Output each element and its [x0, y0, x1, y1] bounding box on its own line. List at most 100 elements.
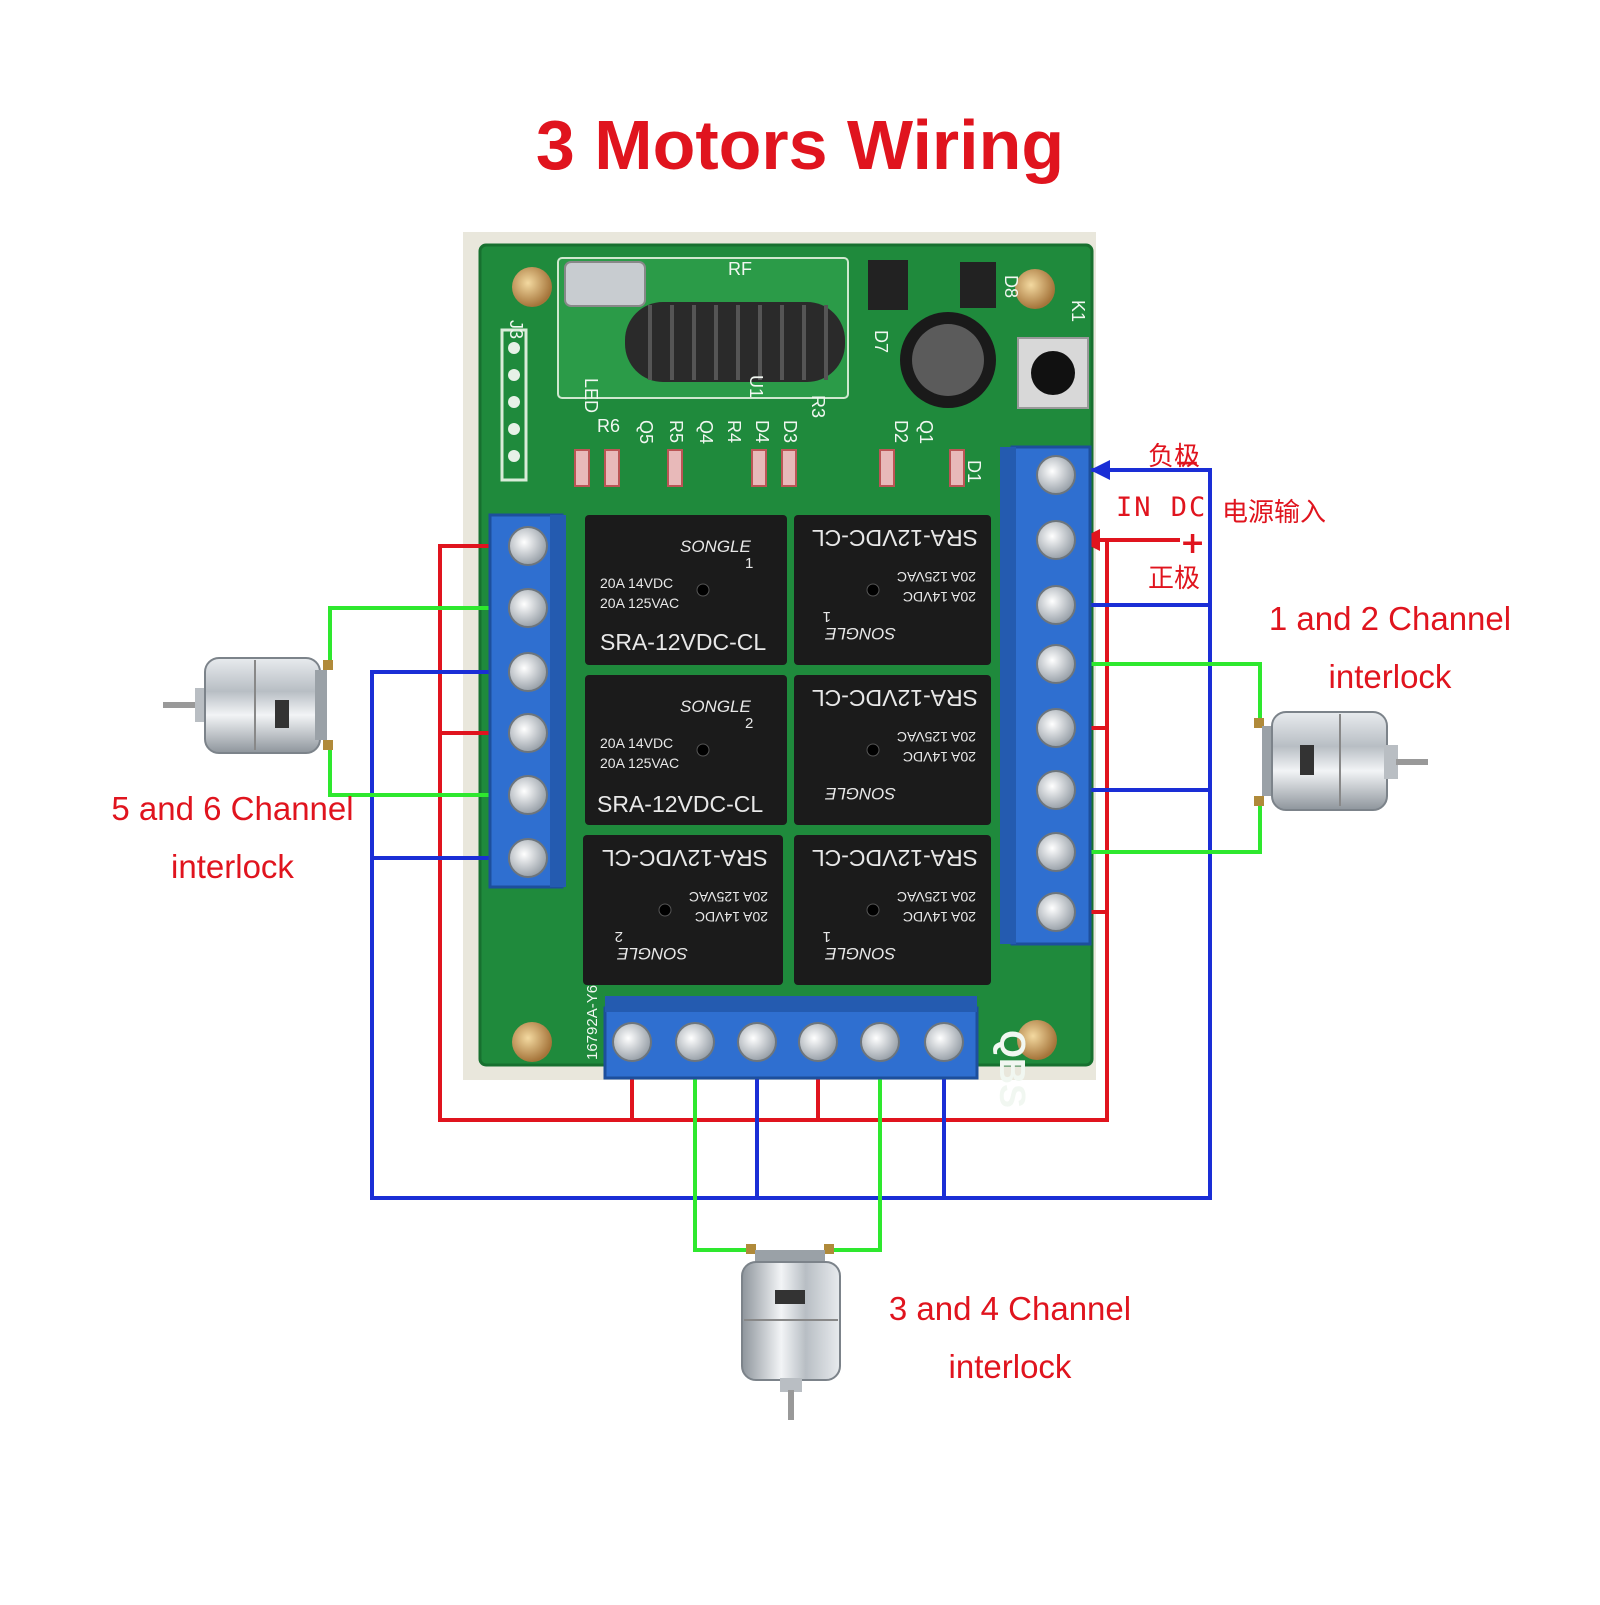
- silk-d3: D3: [780, 420, 800, 443]
- antenna-coil: [625, 302, 845, 382]
- page-title: 3 Motors Wiring: [535, 106, 1065, 184]
- terminal-screw-bottom-1: [612, 1022, 652, 1062]
- silk-q1: Q1: [916, 420, 936, 444]
- regulator-chip-1: [868, 260, 908, 310]
- relay-2-model: SRA-12VDC-CL: [597, 791, 763, 817]
- terminal-screw-right-5: [1036, 708, 1076, 748]
- relay-3-model: SRA-12VDC-CL: [602, 845, 768, 871]
- silk-q5: Q5: [636, 420, 656, 444]
- silk-d8: D8: [1001, 275, 1021, 298]
- relay-5-rating-2: 20A 125VAC: [897, 729, 976, 745]
- relay-4-rating-1: 20A 14VDC: [903, 589, 976, 605]
- relay-6-rating-2: 20A 125VAC: [897, 889, 976, 905]
- terminal-screw-bottom-3: [737, 1022, 777, 1062]
- label-ch34-line2: interlock: [948, 1348, 1072, 1385]
- terminal-screw-bottom-6: [924, 1022, 964, 1062]
- silk-r6: R6: [597, 416, 620, 436]
- label-negative-symbol: —: [1176, 450, 1198, 475]
- silk-d1: D1: [964, 460, 984, 483]
- terminal-screw-left-2: [508, 588, 548, 628]
- wire-green-m12-b: [1056, 800, 1262, 854]
- silk-rf: RF: [728, 259, 752, 279]
- wire-green-m56-a: [328, 606, 528, 665]
- relay-4-model: SRA-12VDC-CL: [812, 525, 978, 551]
- motor-5-6: [163, 657, 333, 754]
- label-ch56: 5 and 6 Channel interlock: [100, 780, 365, 896]
- relay-6-rating-1: 20A 14VDC: [903, 909, 976, 925]
- relay-5: SONGLE 20A 14VDC 20A 125VAC SRA-12VDC-CL: [794, 675, 991, 825]
- wire-green-m12-a: [1056, 662, 1262, 720]
- relay-6: SONGLE 1 20A 14VDC 20A 125VAC SRA-12VDC-…: [794, 835, 991, 985]
- relay-4: SONGLE 1 20A 14VDC 20A 125VAC SRA-12VDC-…: [794, 515, 991, 665]
- label-ch12: 1 and 2 Channel interlock: [1260, 590, 1520, 706]
- label-ch56-line2: interlock: [171, 848, 294, 885]
- relay-6-model: SRA-12VDC-CL: [812, 845, 978, 871]
- motor-1-2: [1254, 711, 1428, 811]
- relay-2-brand: SONGLE: [680, 697, 752, 716]
- relay-2-number: 2: [745, 715, 753, 732]
- terminal-screw-right-4: [1036, 644, 1076, 684]
- terminal-screw-right-7: [1036, 832, 1076, 872]
- relay-1-model: SRA-12VDC-CL: [600, 629, 766, 655]
- wire-blue-rail: [370, 468, 1212, 1200]
- terminal-screw-bottom-5: [860, 1022, 900, 1062]
- label-positive-symbol: +: [1180, 526, 1206, 561]
- label-ch56-line1: 5 and 6 Channel: [111, 790, 354, 827]
- relay-1-number: 1: [745, 555, 753, 572]
- terminal-screw-left-5: [508, 775, 548, 815]
- terminal-screw-right-8: [1036, 892, 1076, 932]
- label-ch34-line1: 3 and 4 Channel: [888, 1290, 1132, 1327]
- terminal-screw-right-1: [1036, 455, 1076, 495]
- terminal-screw-bottom-2: [675, 1022, 715, 1062]
- relay-3-number: 2: [615, 928, 623, 945]
- terminal-screw-right-3: [1036, 585, 1076, 625]
- terminal-block-bottom: [603, 996, 979, 1080]
- terminal-block-left: [488, 513, 566, 889]
- mount-screw-br: [1017, 1020, 1057, 1060]
- wire-green-m56-b: [328, 745, 528, 797]
- terminal-screw-left-6: [508, 838, 548, 878]
- relay-1: SONGLE 1 20A 14VDC 20A 125VAC SRA-12VDC-…: [585, 515, 787, 665]
- silk-r5: R5: [666, 420, 686, 443]
- diode-row: [574, 449, 965, 487]
- button-cap: [1031, 351, 1075, 395]
- silk-j3: J3: [506, 320, 526, 339]
- label-negative-cn: 负极: [1148, 442, 1201, 472]
- wire-green-m34-b: [828, 1042, 882, 1252]
- label-ch12-line1: 1 and 2 Channel: [1268, 600, 1512, 637]
- label-ch12-line2: interlock: [1328, 658, 1452, 695]
- relay-3-rating-2: 20A 125VAC: [689, 889, 768, 905]
- regulator-chip-2: [960, 262, 996, 308]
- capacitor-top: [912, 324, 984, 396]
- relay-1-rating-2: 20A 125VAC: [600, 595, 679, 611]
- relay-4-number: 1: [823, 608, 831, 625]
- silk-r4: R4: [724, 420, 744, 443]
- terminal-screw-right-2: [1036, 520, 1076, 560]
- mount-screw-bl: [512, 1022, 552, 1062]
- pin-header-j3: [500, 328, 528, 482]
- mount-screw-tl: [512, 267, 552, 307]
- terminal-screw-left-1: [508, 526, 548, 566]
- label-ch34: 3 and 4 Channel interlock: [880, 1280, 1140, 1396]
- relay-1-rating-1: 20A 14VDC: [600, 575, 673, 591]
- label-in-dc: IN DC: [1116, 492, 1208, 523]
- wire-green-m34-a: [693, 1042, 748, 1252]
- relay-3-brand: SONGLE: [616, 944, 688, 963]
- relay-5-rating-1: 20A 14VDC: [903, 749, 976, 765]
- mount-screw-tr: [1015, 269, 1055, 309]
- terminal-block-right: [1000, 445, 1092, 946]
- terminal-screw-bottom-4: [798, 1022, 838, 1062]
- motor-3-4: [741, 1244, 841, 1420]
- silk-u1: U1: [746, 375, 766, 398]
- silk-k1: K1: [1068, 300, 1088, 322]
- arrow-neg-head: [1090, 460, 1110, 480]
- silk-q4: Q4: [696, 420, 716, 444]
- silk-led: LED: [581, 378, 601, 413]
- silk-d4: D4: [752, 420, 772, 443]
- silk-r3: R3: [808, 395, 828, 418]
- relay-5-model: SRA-12VDC-CL: [812, 685, 978, 711]
- relay-6-number: 1: [823, 928, 831, 945]
- silk-d2: D2: [891, 420, 911, 443]
